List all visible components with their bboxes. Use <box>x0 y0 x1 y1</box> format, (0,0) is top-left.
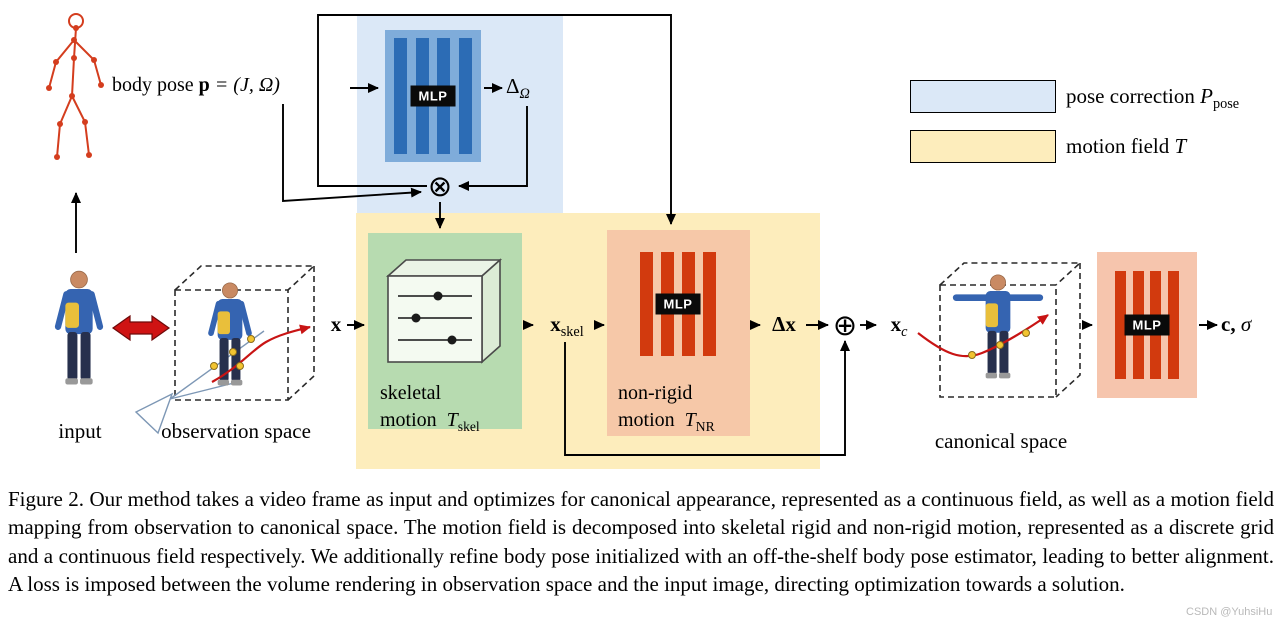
x-symbol: x <box>330 312 342 336</box>
delta-x-label: Δx <box>762 312 806 337</box>
body-pose-text: body pose <box>112 74 194 96</box>
legend-motion-swatch <box>910 130 1056 163</box>
skeletal-line2: motion <box>380 409 437 431</box>
otimes-symbol: ⊗ <box>427 169 453 203</box>
observation-sample-points <box>210 335 255 370</box>
camera-frustum-icon <box>134 330 265 435</box>
body-pose-math: = (J, Ω) <box>214 74 280 96</box>
nonrigid-mlp-chip-label: MLP <box>663 296 693 312</box>
delta-symbol: Δ <box>506 74 520 98</box>
delta-x-symbol: Δx <box>772 312 796 336</box>
t-nr-subscript: NR <box>695 419 715 434</box>
skeletal-line1: skeletal <box>380 382 442 404</box>
observation-cube <box>174 265 317 401</box>
legend-pose-text: pose correction <box>1066 84 1195 108</box>
body-pose-symbol: p <box>198 74 210 96</box>
sigma-symbol: σ <box>1235 312 1252 336</box>
legend-pose-swatch <box>910 80 1056 113</box>
t-nr-var: T <box>684 409 696 431</box>
canonical-mlp-block: MLP <box>1109 264 1185 386</box>
body-pose-label: body pose p = (J, Ω) <box>112 74 280 97</box>
delta-omega-label: ΔΩ <box>506 74 530 103</box>
legend-pose-label: pose correction Ppose <box>1066 80 1239 121</box>
mlp-bar <box>703 252 716 356</box>
x-c-subscript: c <box>901 324 908 341</box>
oplus-symbol: ⊕ <box>832 308 858 342</box>
x-c-label: xc <box>881 312 917 341</box>
pose-mlp-block: MLP <box>385 30 481 162</box>
mlp-bar <box>1115 271 1127 379</box>
nonrigid-mlp-block: MLP <box>632 245 724 363</box>
t-skel-var: T <box>446 409 458 431</box>
t-skel-subscript: skel <box>457 419 480 434</box>
canonical-mlp-chip: MLP <box>1124 314 1170 336</box>
canonical-space-label: canonical space <box>934 429 1068 453</box>
input-label: input <box>58 419 102 443</box>
legend-motion-var: T <box>1174 134 1187 158</box>
x-skel-base: x <box>550 312 561 336</box>
watermark: CSDN @YuhsiHu <box>1186 606 1273 618</box>
delta-subscript: Ω <box>519 86 530 103</box>
c-symbol: c, <box>1221 312 1236 336</box>
nonrigid-motion-label: non-rigid motion TNR <box>618 380 715 440</box>
x-c-base: x <box>890 312 902 336</box>
figure-caption: Figure 2. Our method takes a video frame… <box>8 487 1274 597</box>
canonical-mlp-chip-label: MLP <box>1132 317 1162 333</box>
legend-motion-text: motion field <box>1066 134 1170 158</box>
x-label: x <box>323 312 349 337</box>
mlp-bar <box>1167 271 1179 379</box>
mlp-bar <box>640 252 653 356</box>
x-skel-label: xskel <box>537 312 597 341</box>
legend-pose-subscript: pose <box>1212 96 1240 113</box>
skeleton-joint-dots <box>46 25 104 160</box>
mlp-bar <box>393 37 407 155</box>
canonical-cube <box>939 262 1083 398</box>
body-pose-skeleton-icon <box>48 13 102 158</box>
legend-pose-var: P <box>1200 84 1213 108</box>
x-skel-subscript: skel <box>560 324 584 341</box>
nonrigid-line1: non-rigid <box>618 382 693 404</box>
mlp-bar <box>459 37 473 155</box>
canonical-sample-ray <box>917 314 1049 358</box>
nonrigid-line2: motion <box>618 409 675 431</box>
nonrigid-mlp-chip: MLP <box>655 293 701 315</box>
input-person <box>58 271 100 384</box>
pose-mlp-chip: MLP <box>410 85 456 107</box>
input-observation-double-arrow-icon <box>111 314 171 342</box>
nonrigid-mlp-bars <box>632 245 724 363</box>
observation-sample-ray <box>211 324 311 383</box>
skeletal-motion-label: skeletal motion Tskel <box>380 380 480 440</box>
canonical-person <box>956 275 1040 379</box>
observation-person <box>211 283 249 386</box>
pose-mlp-chip-label: MLP <box>418 88 448 104</box>
canonical-sample-points <box>968 329 1030 359</box>
c-sigma-label: c, σ <box>1221 312 1251 337</box>
observation-space-label: observation space <box>161 419 311 443</box>
legend-motion-label: motion field T <box>1066 130 1186 163</box>
